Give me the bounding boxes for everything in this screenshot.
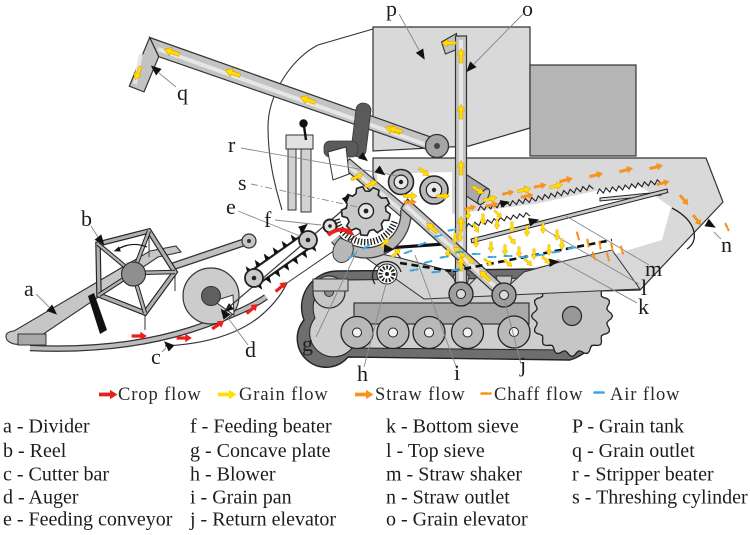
- svg-text:m: m: [645, 256, 662, 281]
- svg-text:i - Grain pan: i - Grain pan: [190, 487, 292, 509]
- svg-text:l - Top sieve: l - Top sieve: [386, 440, 485, 462]
- svg-text:a: a: [24, 276, 34, 301]
- svg-text:s - Threshing cylinder: s - Threshing cylinder: [572, 487, 748, 509]
- svg-text:p: p: [386, 0, 397, 21]
- svg-text:Chaff flow: Chaff flow: [494, 385, 583, 405]
- svg-text:Grain flow: Grain flow: [239, 385, 329, 405]
- svg-text:q - Grain outlet: q - Grain outlet: [572, 440, 695, 462]
- svg-text:f: f: [264, 207, 272, 232]
- svg-text:d: d: [245, 337, 256, 362]
- svg-text:c - Cutter bar: c - Cutter bar: [3, 464, 109, 486]
- svg-text:r: r: [228, 132, 236, 157]
- svg-text:i: i: [454, 360, 460, 385]
- svg-text:c: c: [151, 344, 161, 369]
- svg-text:e: e: [226, 194, 236, 219]
- svg-text:f - Feeding beater: f - Feeding beater: [190, 416, 332, 438]
- svg-text:s: s: [238, 170, 247, 195]
- svg-text:m - Straw shaker: m - Straw shaker: [386, 464, 522, 486]
- svg-text:q: q: [177, 80, 188, 105]
- svg-text:a - Divider: a - Divider: [3, 416, 90, 438]
- svg-text:b: b: [81, 206, 92, 231]
- svg-text:P - Grain tank: P - Grain tank: [572, 416, 684, 438]
- svg-text:n - Straw outlet: n - Straw outlet: [386, 487, 510, 509]
- svg-text:r - Stripper beater: r - Stripper beater: [572, 464, 714, 486]
- svg-text:j: j: [519, 352, 526, 377]
- svg-text:n: n: [721, 232, 732, 257]
- svg-text:b - Reel: b - Reel: [3, 440, 67, 462]
- svg-text:e - Feeding conveyor: e - Feeding conveyor: [3, 509, 173, 531]
- svg-text:j - Return elevator: j - Return elevator: [189, 509, 336, 531]
- svg-text:h - Blower: h - Blower: [190, 464, 276, 486]
- svg-text:o - Grain elevator: o - Grain elevator: [386, 509, 528, 531]
- svg-text:g - Concave plate: g - Concave plate: [190, 440, 331, 462]
- svg-text:g: g: [302, 331, 313, 356]
- svg-text:d - Auger: d - Auger: [3, 487, 79, 509]
- svg-text:o: o: [522, 0, 533, 21]
- svg-text:Air flow: Air flow: [610, 385, 680, 405]
- svg-text:k - Bottom sieve: k - Bottom sieve: [386, 416, 519, 438]
- svg-text:Straw flow: Straw flow: [375, 385, 466, 405]
- svg-text:Crop flow: Crop flow: [118, 385, 202, 405]
- svg-text:h: h: [357, 361, 368, 386]
